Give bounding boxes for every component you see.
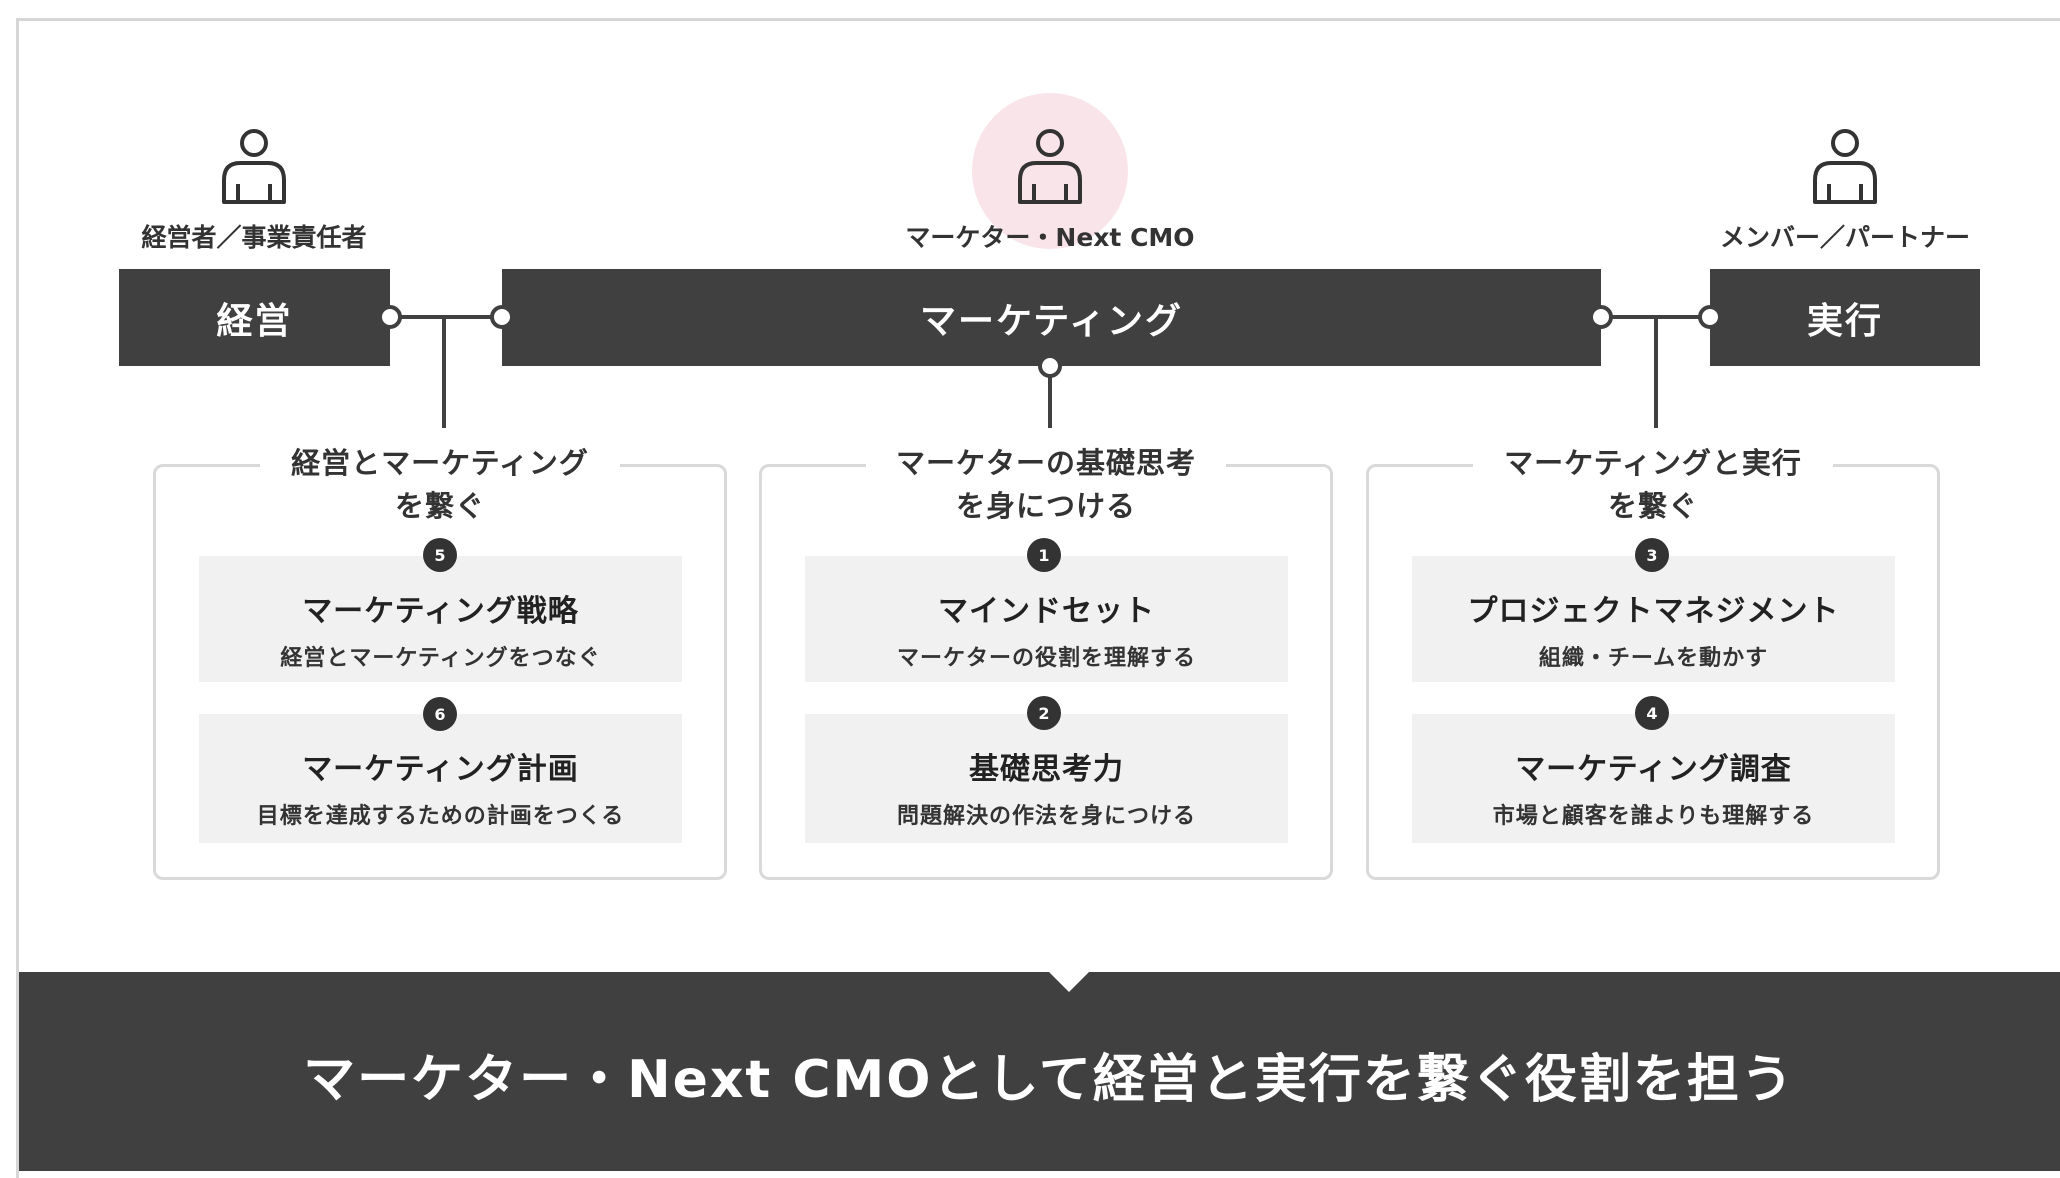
skill-item: 基礎思考力 問題解決の作法を身につける xyxy=(805,714,1288,843)
step-number-badge: 1 xyxy=(1027,538,1061,572)
highlight-halo xyxy=(972,93,1128,249)
group-title-1: 経営とマーケティング を繋ぐ xyxy=(260,442,620,528)
person-icon xyxy=(222,129,286,204)
bar-management: 経営 xyxy=(119,269,390,366)
person-icon xyxy=(1018,129,1082,204)
skill-desc: 組織・チームを動かす xyxy=(1538,646,1769,671)
role-member: メンバー／パートナー xyxy=(1695,128,1995,252)
step-number-badge: 6 xyxy=(423,697,457,731)
skill-desc: マーケターの役割を理解する xyxy=(896,646,1196,671)
group-title-3: マーケティングと実行 を繋ぐ xyxy=(1473,442,1833,528)
skill-desc: 問題解決の作法を身につける xyxy=(896,804,1196,829)
group-title-line2: を身につける xyxy=(955,489,1136,523)
role-label-member: メンバー／パートナー xyxy=(1719,223,1970,252)
group-title-line2: を繋ぐ xyxy=(394,489,485,523)
skill-desc: 市場と顧客を誰よりも理解する xyxy=(1492,804,1815,829)
group-title-line2: を繋ぐ xyxy=(1607,489,1698,523)
role-executive: 経営者／事業責任者 xyxy=(104,128,404,252)
step-number-badge: 2 xyxy=(1027,696,1061,730)
skill-item: マーケティング戦略 経営とマーケティングをつなぐ xyxy=(199,556,682,682)
skill-name: マーケティング調査 xyxy=(1515,752,1792,787)
skill-name: マーケティング戦略 xyxy=(302,594,579,629)
group-title-line1: 経営とマーケティング xyxy=(291,446,589,480)
step-number-badge: 4 xyxy=(1635,696,1669,730)
group-title-line1: マーケターの基礎思考 xyxy=(895,446,1196,480)
skill-name: マインドセット xyxy=(938,594,1155,629)
group-title-line1: マーケティングと実行 xyxy=(1504,446,1802,480)
skill-item: マーケティング計画 目標を達成するための計画をつくる xyxy=(199,714,682,843)
footer-banner: マーケター・Next CMOとして経営と実行を繋ぐ役割を担う xyxy=(19,970,2060,1171)
skill-item: プロジェクトマネジメント 組織・チームを動かす xyxy=(1412,556,1895,682)
role-marketer: マーケター・Next CMO xyxy=(900,93,1200,252)
step-number-badge: 5 xyxy=(423,538,457,572)
group-title-2: マーケターの基礎思考 を身につける xyxy=(866,442,1226,528)
skill-name: マーケティング計画 xyxy=(302,752,579,787)
bar-execution: 実行 xyxy=(1710,269,1980,366)
diagram-frame xyxy=(16,18,2060,1178)
banner-notch xyxy=(1047,970,1091,992)
skill-name: プロジェクトマネジメント xyxy=(1467,594,1840,629)
skill-desc: 目標を達成するための計画をつくる xyxy=(256,804,625,829)
footer-message: マーケター・Next CMOとして経営と実行を繋ぐ役割を担う xyxy=(303,1050,1795,1110)
skill-desc: 経営とマーケティングをつなぐ xyxy=(280,646,601,671)
person-icon xyxy=(1813,129,1877,204)
bar-marketing: マーケティング xyxy=(502,269,1601,366)
skill-item: マーケティング調査 市場と顧客を誰よりも理解する xyxy=(1412,714,1895,843)
role-label-marketer: マーケター・Next CMO xyxy=(905,223,1195,252)
skill-item: マインドセット マーケターの役割を理解する xyxy=(805,556,1288,682)
step-number-badge: 3 xyxy=(1635,538,1669,572)
skill-name: 基礎思考力 xyxy=(969,752,1124,787)
role-label-executive: 経営者／事業責任者 xyxy=(141,223,367,252)
